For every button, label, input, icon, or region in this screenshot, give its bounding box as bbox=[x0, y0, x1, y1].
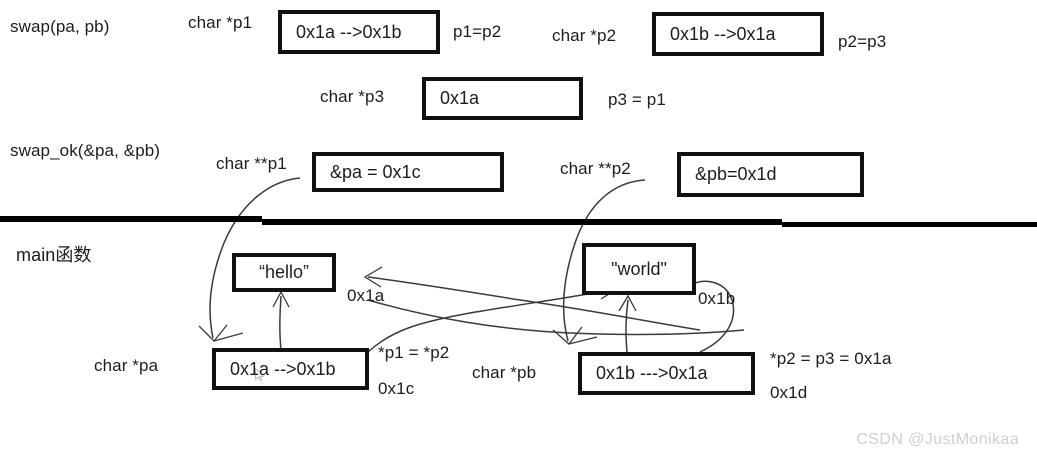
arrowhead-pp1-barb bbox=[213, 332, 244, 342]
box-hello-literal-text: “hello” bbox=[258, 262, 310, 282]
arrowhead-pa-hello bbox=[272, 290, 290, 308]
wire-lower-swoop bbox=[367, 299, 745, 336]
box-pp2-value: &pb=0x1d bbox=[677, 152, 864, 197]
note-p3-equals-p1: p3 = p1 bbox=[608, 90, 666, 109]
label-char-p1: char *p1 bbox=[188, 13, 253, 32]
addr-pa: 0x1c bbox=[378, 379, 415, 398]
frame-divider-left bbox=[0, 216, 262, 222]
arrowhead-pp2-barb bbox=[568, 336, 598, 345]
box-world-literal-text: "world" bbox=[611, 258, 667, 279]
frame-divider-middle bbox=[262, 219, 782, 225]
frame-divider-right bbox=[782, 222, 1037, 227]
box-pa-value: 0x1a -->0x1b bbox=[212, 348, 369, 390]
mouse-cursor-icon bbox=[255, 368, 265, 381]
box-pb-value-text: 0x1b --->0x1a bbox=[596, 363, 708, 383]
arrowhead-pb-world bbox=[618, 294, 637, 312]
addr-hello: 0x1a bbox=[347, 286, 385, 305]
box-p1-value-text: 0x1a -->0x1b bbox=[296, 21, 402, 42]
arrowhead-cross-b bbox=[363, 266, 383, 288]
box-p2-value: 0x1b -->0x1a bbox=[652, 12, 824, 56]
box-p3-value-text: 0x1a bbox=[440, 88, 480, 108]
box-pp1-value: &pa = 0x1c bbox=[312, 152, 504, 192]
addr-world: 0x1b bbox=[698, 289, 736, 308]
label-char-pb: char *pb bbox=[472, 363, 537, 382]
section-label-swap-ok: swap_ok(&pa, &pb) bbox=[10, 141, 161, 160]
arrowhead-pp1 bbox=[198, 324, 228, 342]
arrowhead-pp2 bbox=[552, 326, 583, 345]
label-char-pa: char *pa bbox=[94, 356, 159, 375]
wire-pa-to-hello bbox=[279, 295, 282, 351]
box-p2-value-text: 0x1b -->0x1a bbox=[670, 23, 776, 44]
wire-pb-to-world bbox=[625, 299, 629, 353]
label-char-p3: char *p3 bbox=[320, 87, 385, 106]
box-pa-value-text: 0x1a -->0x1b bbox=[230, 358, 336, 379]
box-pb-value: 0x1b --->0x1a bbox=[578, 352, 755, 395]
section-label-main: main函数 bbox=[16, 245, 92, 265]
box-hello-literal: “hello” bbox=[232, 253, 336, 292]
section-label-swap: swap(pa, pb) bbox=[10, 17, 110, 36]
box-world-literal: "world" bbox=[582, 243, 696, 295]
note-deref-p1-equals-p2: *p1 = *p2 bbox=[378, 343, 450, 362]
note-p1-equals-p2: p1=p2 bbox=[453, 22, 502, 41]
box-p1-value: 0x1a -->0x1b bbox=[278, 10, 440, 54]
label-char-p2: char *p2 bbox=[552, 26, 617, 45]
note-deref-p2-equals-p3: *p2 = p3 = 0x1a bbox=[770, 349, 892, 368]
note-p2-equals-p3: p2=p3 bbox=[838, 32, 887, 51]
box-p3-value: 0x1a bbox=[422, 77, 583, 120]
watermark: CSDN @JustMonikaa bbox=[856, 431, 1019, 448]
label-char-pp1: char **p1 bbox=[216, 154, 287, 173]
box-pp2-value-text: &pb=0x1d bbox=[695, 164, 777, 184]
addr-pb: 0x1d bbox=[770, 383, 808, 402]
box-pp1-value-text: &pa = 0x1c bbox=[330, 161, 421, 182]
label-char-pp2: char **p2 bbox=[560, 159, 631, 178]
